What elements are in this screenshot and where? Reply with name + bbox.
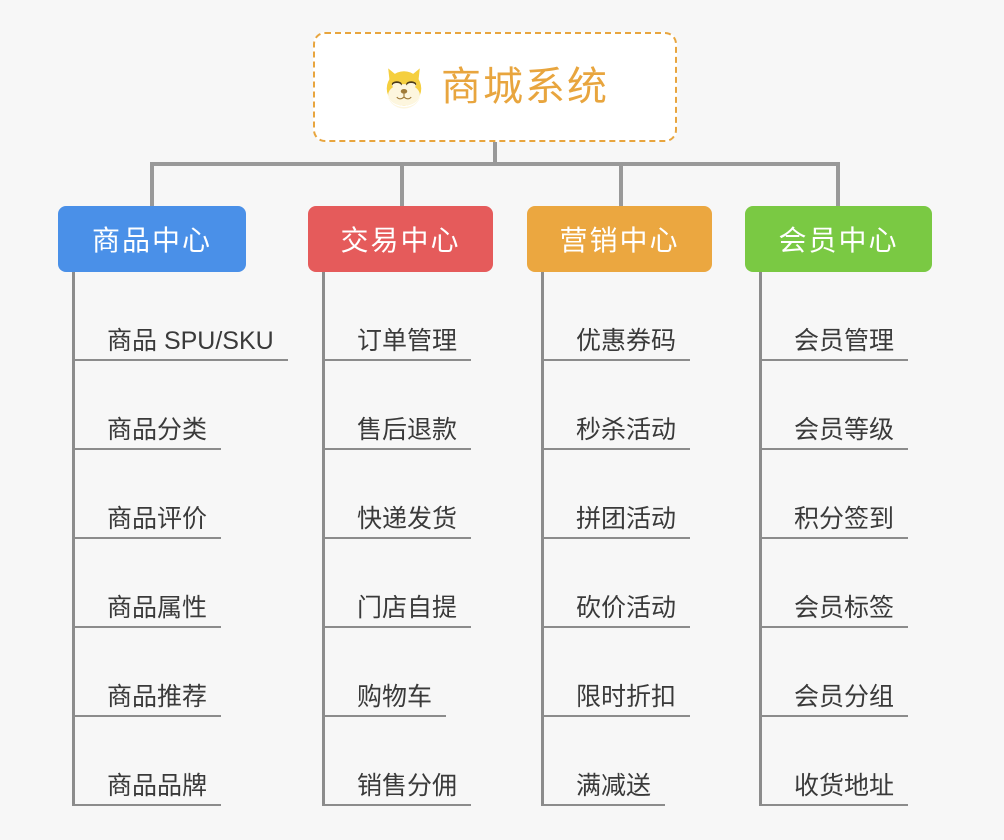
connector-horizontal-bus — [150, 162, 840, 166]
leaf-label: 拼团活动 — [576, 504, 677, 533]
leaf-label: 商品品牌 — [107, 771, 208, 800]
leaf-label: 限时折扣 — [576, 682, 677, 711]
branch-header-3[interactable]: 营销中心 — [527, 206, 712, 272]
leaf-label: 收货地址 — [794, 771, 895, 800]
leaf-underline — [325, 715, 446, 717]
leaf-underline — [762, 804, 908, 806]
leaf-label: 砍价活动 — [576, 593, 677, 622]
leaf-label: 秒杀活动 — [576, 415, 677, 444]
leaf-item[interactable]: 商品 SPU/SKU — [75, 272, 288, 361]
leaf-underline — [762, 537, 908, 539]
leaf-item[interactable]: 快递发货 — [325, 450, 493, 539]
leaf-item[interactable]: 购物车 — [325, 628, 493, 717]
leaf-item[interactable]: 优惠券码 — [544, 272, 712, 361]
leaf-item[interactable]: 商品推荐 — [75, 628, 246, 717]
leaf-label: 会员标签 — [794, 593, 895, 622]
leaf-item[interactable]: 满减送 — [544, 717, 712, 806]
leaf-label: 会员等级 — [794, 415, 895, 444]
branch-column-2: 交易中心 订单管理 售后退款 快递发货 门店自提 购物车 — [308, 206, 493, 806]
leaf-label: 快递发货 — [357, 504, 458, 533]
branch-column-3: 营销中心 优惠券码 秒杀活动 拼团活动 砍价活动 限时折扣 — [527, 206, 712, 806]
leaf-underline — [75, 715, 221, 717]
leaf-label: 售后退款 — [357, 415, 458, 444]
leaf-item[interactable]: 商品属性 — [75, 539, 246, 628]
leaf-item[interactable]: 砍价活动 — [544, 539, 712, 628]
leaf-item[interactable]: 销售分佣 — [325, 717, 493, 806]
leaf-underline — [325, 804, 471, 806]
leaf-label: 会员管理 — [794, 326, 895, 355]
leaf-label: 会员分组 — [794, 682, 895, 711]
leaf-item[interactable]: 会员分组 — [762, 628, 932, 717]
leaf-item[interactable]: 积分签到 — [762, 450, 932, 539]
branch-header-label: 交易中心 — [340, 225, 461, 256]
leaf-underline — [325, 448, 471, 450]
branch-header-1[interactable]: 商品中心 — [58, 206, 246, 272]
leaf-list-3: 优惠券码 秒杀活动 拼团活动 砍价活动 限时折扣 满减送 — [541, 272, 712, 806]
leaf-label: 优惠券码 — [576, 326, 677, 355]
leaf-underline — [544, 626, 690, 628]
leaf-list-1: 商品 SPU/SKU 商品分类 商品评价 商品属性 商品推荐 商品品牌 — [72, 272, 288, 806]
dog-face-icon — [386, 68, 422, 109]
leaf-underline — [325, 537, 471, 539]
connector-drop-2 — [400, 162, 404, 208]
leaf-label: 商品推荐 — [107, 682, 208, 711]
leaf-item[interactable]: 门店自提 — [325, 539, 493, 628]
leaf-item[interactable]: 收货地址 — [762, 717, 932, 806]
leaf-underline — [762, 626, 908, 628]
leaf-label: 商品 SPU/SKU — [107, 326, 274, 355]
leaf-label: 购物车 — [357, 682, 433, 711]
branch-header-2[interactable]: 交易中心 — [308, 206, 493, 272]
branch-header-4[interactable]: 会员中心 — [745, 206, 932, 272]
connector-root-stem — [493, 142, 497, 164]
branch-column-4: 会员中心 会员管理 会员等级 积分签到 会员标签 会员分组 — [745, 206, 932, 806]
leaf-underline — [75, 626, 221, 628]
leaf-underline — [75, 448, 221, 450]
leaf-underline — [544, 448, 690, 450]
leaf-underline — [762, 715, 908, 717]
connector-drop-3 — [619, 162, 623, 208]
leaf-list-2: 订单管理 售后退款 快递发货 门店自提 购物车 销售分佣 — [322, 272, 493, 806]
leaf-label: 销售分佣 — [357, 771, 458, 800]
leaf-item[interactable]: 拼团活动 — [544, 450, 712, 539]
root-title: 商城系统 — [441, 65, 609, 109]
leaf-label: 商品评价 — [107, 504, 208, 533]
leaf-item[interactable]: 会员等级 — [762, 361, 932, 450]
leaf-label: 商品分类 — [107, 415, 208, 444]
leaf-underline — [762, 359, 908, 361]
leaf-underline — [544, 715, 690, 717]
leaf-item[interactable]: 商品分类 — [75, 361, 246, 450]
leaf-label: 门店自提 — [357, 593, 458, 622]
connector-drop-1 — [150, 162, 154, 208]
branch-header-label: 营销中心 — [559, 225, 680, 256]
leaf-underline — [544, 537, 690, 539]
branch-header-label: 会员中心 — [778, 225, 899, 256]
leaf-underline — [75, 359, 288, 361]
leaf-underline — [325, 626, 471, 628]
leaf-underline — [75, 804, 221, 806]
leaf-underline — [544, 359, 690, 361]
leaf-item[interactable]: 会员管理 — [762, 272, 932, 361]
leaf-label: 商品属性 — [107, 593, 208, 622]
leaf-item[interactable]: 会员标签 — [762, 539, 932, 628]
root-node[interactable]: 商城系统 — [313, 32, 677, 142]
leaf-item[interactable]: 商品评价 — [75, 450, 246, 539]
leaf-list-4: 会员管理 会员等级 积分签到 会员标签 会员分组 收货地址 — [759, 272, 932, 806]
leaf-item[interactable]: 订单管理 — [325, 272, 493, 361]
leaf-underline — [75, 537, 221, 539]
leaf-label: 订单管理 — [357, 326, 458, 355]
leaf-underline — [325, 359, 471, 361]
leaf-item[interactable]: 限时折扣 — [544, 628, 712, 717]
leaf-item[interactable]: 秒杀活动 — [544, 361, 712, 450]
leaf-underline — [762, 448, 908, 450]
branch-column-1: 商品中心 商品 SPU/SKU 商品分类 商品评价 商品属性 商品推荐 — [58, 206, 288, 806]
leaf-label: 积分签到 — [794, 504, 895, 533]
leaf-item[interactable]: 商品品牌 — [75, 717, 246, 806]
branch-header-label: 商品中心 — [91, 225, 212, 256]
connector-drop-4 — [836, 162, 840, 208]
leaf-item[interactable]: 售后退款 — [325, 361, 493, 450]
leaf-underline — [544, 804, 665, 806]
leaf-label: 满减送 — [576, 771, 652, 800]
